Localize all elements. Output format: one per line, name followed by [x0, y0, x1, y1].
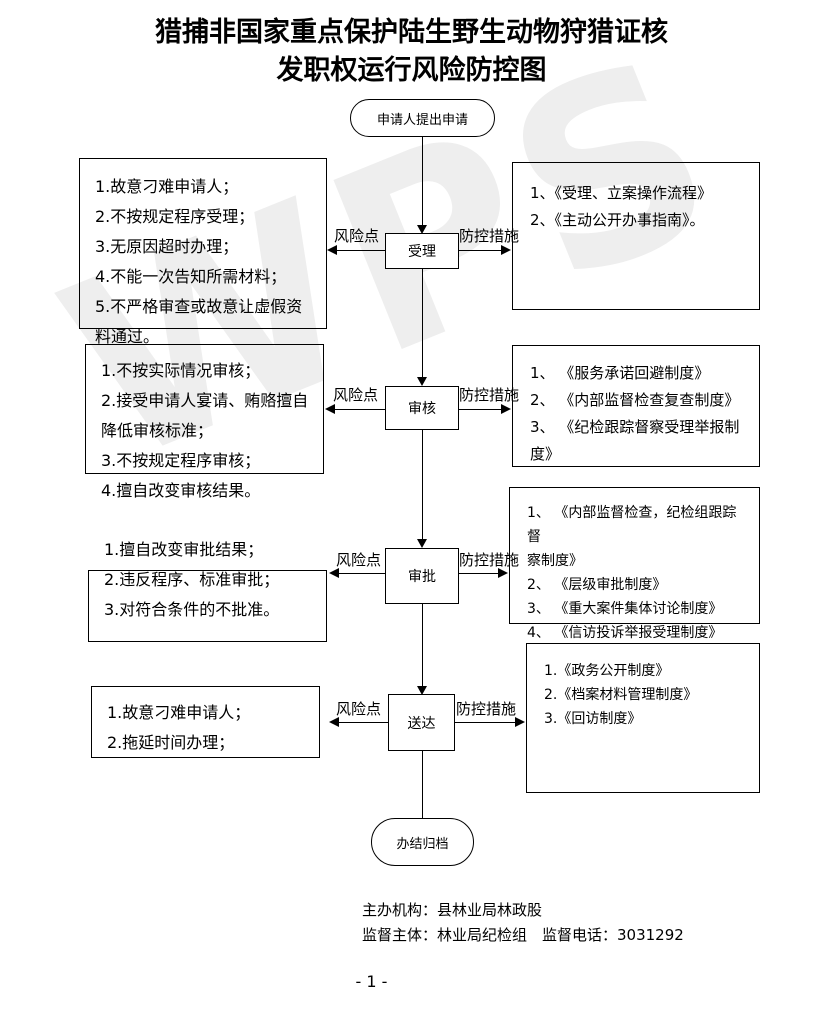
page-number: - 1 - — [355, 972, 388, 991]
control-box-2 — [512, 345, 760, 467]
control-arrow-1 — [501, 245, 511, 255]
connector-stage3-to-stage4 — [422, 604, 423, 690]
risk-connector-3 — [338, 573, 385, 574]
arrow-stage1-to-stage2 — [417, 377, 427, 386]
control-item: 2.《档案材料管理制度》 — [544, 687, 698, 703]
risk-item: 2.不按规定程序受理； — [95, 207, 255, 226]
risk-item: 2.拖延时间办理； — [107, 733, 235, 752]
risk-item: 1.故意刁难申请人； — [107, 703, 251, 722]
stage-label-4: 送达 — [407, 715, 436, 732]
risk-connector-2 — [334, 409, 385, 410]
arrow-stage3-to-stage4 — [417, 686, 427, 695]
control-label-4: 防控措施 — [456, 700, 517, 718]
control-arrow-3 — [498, 568, 508, 578]
control-item: 2、 《层级审批制度》 — [527, 577, 667, 593]
control-item: 1、 《内部监督检查，纪检组跟踪督 — [527, 505, 737, 545]
control-arrow-2 — [501, 404, 511, 414]
risk-box-4 — [91, 686, 320, 758]
connector-start-to-stage1 — [422, 137, 423, 228]
control-connector-1 — [459, 250, 503, 251]
connector-stage2-to-stage3 — [422, 430, 423, 542]
risk-item: 2.违反程序、标准审批； — [104, 570, 280, 589]
risk-box-2 — [85, 344, 324, 474]
connector-stage4-to-end — [422, 751, 423, 821]
control-arrow-4 — [515, 717, 525, 727]
control-list-4: 1.《政务公开制度》 2.《档案材料管理制度》 3.《回访制度》 — [526, 647, 760, 739]
control-connector-3 — [459, 573, 500, 574]
control-label-1: 防控措施 — [459, 227, 520, 245]
risk-list-2: 1.不按实际情况审核； 2.接受申请人宴请、贿赂擅自 降低审核标准； 3.不按规… — [85, 342, 324, 514]
control-item: 2、《主动公开办事指南》。 — [530, 211, 705, 229]
risk-label-1: 风险点 — [334, 227, 380, 245]
start-node-label: 申请人提出申请 — [376, 112, 468, 128]
risk-connector-4 — [338, 722, 388, 723]
arrow-stage2-to-stage3 — [417, 539, 427, 548]
connector-stage1-to-stage2 — [422, 269, 423, 380]
start-node[interactable]: 申请人提出申请 — [350, 99, 495, 137]
stage-label-1: 受理 — [408, 244, 436, 260]
control-list-1: 1、《受理、立案操作流程》 2、《主动公开办事指南》。 — [512, 168, 760, 242]
control-box-4 — [526, 643, 760, 793]
end-node-label: 办结归档 — [396, 836, 449, 852]
end-node[interactable]: 办结归档 — [371, 818, 474, 866]
control-item: 1、《受理、立案操作流程》 — [530, 184, 713, 202]
control-item: 1.《政务公开制度》 — [544, 663, 670, 679]
control-list-2: 1、 《服务承诺回避制度》 2、 《内部监督检查复查制度》 3、 《纪检跟踪督察… — [512, 348, 760, 476]
control-box-1 — [512, 162, 760, 310]
control-connector-4 — [455, 722, 517, 723]
risk-arrow-2 — [325, 404, 335, 414]
risk-item: 3.对符合条件的不批准。 — [104, 600, 280, 619]
control-connector-2 — [459, 409, 503, 410]
risk-item: 3.不按规定程序审核； — [101, 451, 261, 470]
control-item: 3.《回访制度》 — [544, 711, 642, 727]
risk-box-3 — [88, 570, 327, 642]
stage-label-3: 审批 — [408, 569, 436, 585]
control-item: 3、 《纪检跟踪督察受理举报制度》 — [530, 418, 740, 463]
risk-list-3: 1.擅自改变审批结果； 2.违反程序、标准审批； 3.对符合条件的不批准。 — [88, 521, 327, 633]
control-item: 3、 《重大案件集体讨论制度》 — [527, 601, 723, 617]
page-title-line-1: 猎捕非国家重点保护陆生野生动物狩猎证核 — [155, 17, 668, 48]
risk-list-1: 1.故意刁难申请人； 2.不按规定程序受理； 3.无原因超时办理； 4.不能一次… — [79, 158, 327, 346]
risk-label-2: 风险点 — [333, 386, 379, 404]
control-item: 1、 《服务承诺回避制度》 — [530, 364, 710, 382]
control-item: 2、 《内部监督检查复查制度》 — [530, 391, 740, 409]
arrow-start-to-stage1 — [417, 225, 427, 234]
risk-item: 3.无原因超时办理； — [95, 237, 239, 256]
control-list-3: 1、 《内部监督检查，纪检组跟踪督 察制度》 2、 《层级审批制度》 3、 《重… — [509, 489, 760, 653]
stage-box-4[interactable]: 送达 — [388, 694, 455, 751]
control-box-3 — [509, 487, 760, 624]
risk-item: 1.擅自改变审批结果； — [104, 540, 264, 559]
risk-box-1 — [79, 158, 327, 329]
control-item: 察制度》 — [527, 553, 583, 569]
risk-list-4: 1.故意刁难申请人； 2.拖延时间办理； — [91, 684, 320, 766]
footer-supervisor: 监督主体：林业局纪检组 监督电话：3031292 — [362, 926, 684, 944]
stage-box-3[interactable]: 审批 — [385, 548, 459, 604]
risk-item: 4.擅自改变审核结果。 — [101, 481, 261, 500]
page-title-line-2: 发职权运行风险防控图 — [276, 55, 547, 86]
risk-arrow-4 — [329, 717, 339, 727]
footer-organizer: 主办机构：县林业局林政股 — [362, 901, 543, 919]
stage-box-2[interactable]: 审核 — [385, 386, 459, 430]
risk-connector-1 — [336, 250, 385, 251]
stage-label-2: 审核 — [408, 401, 436, 417]
risk-arrow-3 — [329, 568, 339, 578]
page-title: 猎捕非国家重点保护陆生野生动物狩猎证核 发职权运行风险防控图 — [0, 14, 823, 90]
risk-item: 5.不严格审查或故意让虚假资 — [95, 297, 303, 316]
control-item: 4、 《信访投诉举报受理制度》 — [527, 625, 723, 641]
risk-label-3: 风险点 — [336, 551, 382, 569]
risk-item: 1.不按实际情况审核； — [101, 361, 261, 380]
risk-item: 4.不能一次告知所需材料； — [95, 267, 287, 286]
risk-item: 2.接受申请人宴请、贿赂擅自 — [101, 391, 309, 410]
footer-block: 主办机构：县林业局林政股 监督主体：林业局纪检组 监督电话：3031292 — [362, 898, 684, 948]
risk-item: 料通过。 — [95, 327, 160, 346]
risk-item: 1.故意刁难申请人； — [95, 177, 239, 196]
risk-item: 降低审核标准； — [101, 421, 214, 440]
risk-arrow-1 — [327, 245, 337, 255]
control-label-3: 防控措施 — [459, 551, 520, 569]
control-label-2: 防控措施 — [459, 386, 520, 404]
risk-label-4: 风险点 — [336, 700, 382, 718]
stage-box-1[interactable]: 受理 — [385, 233, 459, 269]
